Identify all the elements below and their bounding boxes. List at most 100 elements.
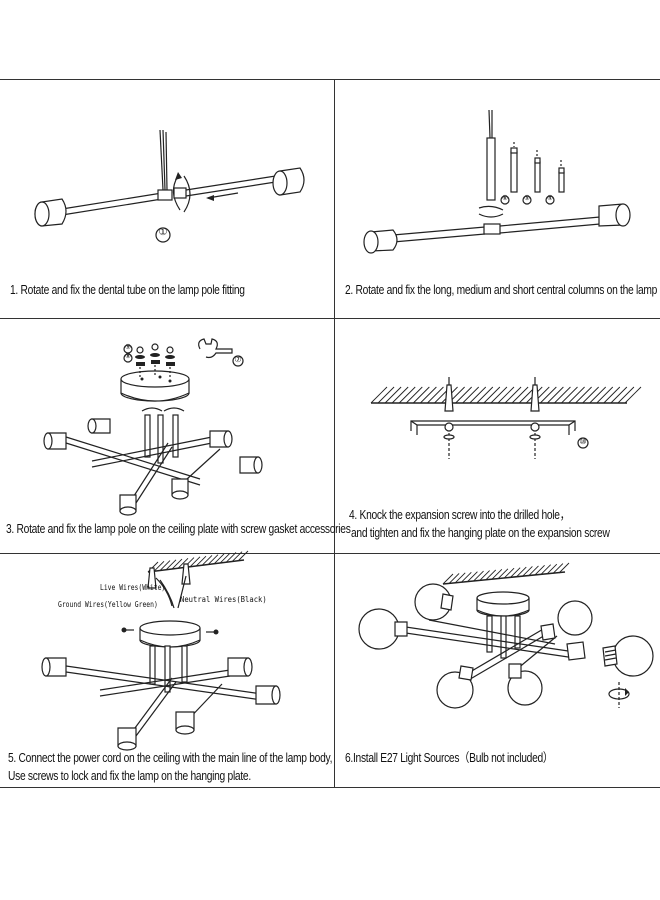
ceiling-hatch-line [617,386,635,404]
step-1-part-marker: ① [158,227,168,238]
step-5-illustration [41,550,281,751]
ceiling-hatch-line [522,566,533,577]
ceiling-hatch-line [427,386,444,404]
step-2-panel: ⑥ ⑤ ④ 2. Rotate and fix the long, medium… [335,80,660,318]
ceiling-hatch-line [552,563,564,574]
ceiling-hatch-line [497,568,509,580]
step-2-marker-medium: ⑤ [523,195,531,202]
ceiling-hatch-line [540,564,552,576]
ceiling-hatch-line [377,386,395,404]
ceiling-hatch-line [515,566,527,578]
ceiling-hatch-line [497,386,515,404]
ceiling-hatch-line [442,573,454,585]
ceiling-hatch-line [177,558,189,569]
ceiling-hatch-line [582,386,599,404]
ceiling-hatch-line [171,558,183,570]
neutral-wire-label: Neutral Wires(Black) [180,595,267,604]
step-4-caption-line-2: and tighten and fix the hanging plate on… [351,526,610,540]
step-1-illustration [34,129,305,243]
ceiling-hatch-line [237,550,249,562]
step-3-panel: ⑨ ⑧ ⑦ 3. Rotate and fix the lamp pole on… [0,319,351,553]
ceiling-hatch-line [413,386,430,404]
step-4-illustration [370,377,642,459]
ceiling-hatch-line [225,552,237,563]
ceiling-hatch-line [596,386,614,404]
ceiling-hatch-line [189,556,201,568]
ceiling-hatch-line [554,386,571,404]
ceiling-hatch-line [558,562,570,574]
ceiling-hatch-line [561,386,578,404]
step-4-marker-hanging-plate: ⑩ [579,437,587,446]
step-5-caption-line-1: 5. Connect the power cord on the ceiling… [8,751,333,765]
step-5-caption-line-2: Use screws to lock and fix the lamp on t… [8,769,251,783]
ceiling-hatch-line [454,572,466,584]
ceiling-hatch-line [469,386,487,404]
ceiling-hatch-line [490,386,508,404]
ceiling-hatch-line [483,386,501,404]
grid-top-border [0,79,660,80]
ceiling-hatch-line [546,563,558,575]
ceiling-hatch-line [165,559,177,571]
ceiling-hatch-line [153,560,165,572]
step-2-caption: 2. Rotate and fix the long, medium and s… [345,283,660,297]
ceiling-hatch-line [370,386,388,404]
grid-row-divider-2 [0,553,660,554]
step-2-marker-short: ④ [546,195,554,202]
step-2-illustration [363,109,631,254]
ceiling-hatch-line [231,551,243,563]
step-5-panel: Live Wires(White) Ground Wires(Yellow Gr… [0,550,334,787]
step-1-panel: ① 1. Rotate and fix the dental tube on t… [0,80,334,318]
ceiling-hatch-line [455,386,472,404]
step-1-caption: 1. Rotate and fix the dental tube on the… [10,283,245,297]
ceiling-hatch-line [479,570,490,581]
ceiling-hatch-line [624,386,642,404]
live-wire-label: Live Wires(White) [100,583,166,592]
ceiling-hatch-line [159,560,171,571]
ceiling-hatch-line [201,555,213,566]
ceiling-hatch-line [405,386,423,404]
step-3-marker-wrench: ⑦ [234,355,242,364]
step-3-marker-screw: ⑨ [124,344,132,351]
step-2-marker-long: ⑥ [501,195,509,202]
grid-bottom-border [0,787,660,788]
grid-column-divider [334,79,335,788]
ceiling-hatch-line [476,386,494,404]
ground-wire-label: Ground Wires(Yellow Green) [58,600,158,609]
ceiling-hatch-line [207,554,219,565]
ceiling-hatch-line [589,386,607,404]
ceiling-hatch-line [467,571,478,583]
ceiling-hatch-line [420,386,437,404]
ceiling-hatch-line [398,386,416,404]
ceiling-hatch-line [547,386,564,404]
step-4-caption-line-1: 4. Knock the expansion screw into the dr… [349,508,570,522]
ceiling-hatch-line [509,567,521,578]
ceiling-hatch-line [448,573,460,584]
ceiling-hatch-line [568,386,585,404]
ceiling-hatch-line [485,569,497,581]
step-6-caption: 6.Install E27 Light Sources（Bulb not inc… [345,751,553,765]
ceiling-hatch-line [610,386,628,404]
ceiling-hatch-line [503,567,515,579]
step-6-illustration [358,562,654,709]
ceiling-hatch-line [575,386,592,404]
ceiling-hatch-line [460,571,472,583]
ceiling-hatch-line [195,555,207,567]
ceiling-hatch-line [462,386,480,404]
ceiling-hatch-line [511,386,529,404]
step-3-marker-gasket: ⑧ [124,353,132,360]
ceiling-hatch-line [213,553,225,565]
step-3-illustration [43,338,263,516]
ceiling-hatch-line [534,564,545,576]
ceiling-hatch-line [219,552,231,564]
ceiling-hatch-line [528,565,539,577]
ceiling-hatch-line [384,386,402,404]
grid-row-divider-1 [0,318,660,319]
ceiling-hatch-line [391,386,409,404]
ceiling-hatch-line [491,569,503,580]
step-4-panel: ⑩ 4. Knock the expansion screw into the … [335,319,660,553]
ceiling-hatch-line [603,386,621,404]
ceiling-hatch-line [504,386,522,404]
step-3-caption: 3. Rotate and fix the lamp pole on the c… [6,522,351,536]
step-6-panel: 6.Install E27 Light Sources（Bulb not inc… [335,554,660,787]
